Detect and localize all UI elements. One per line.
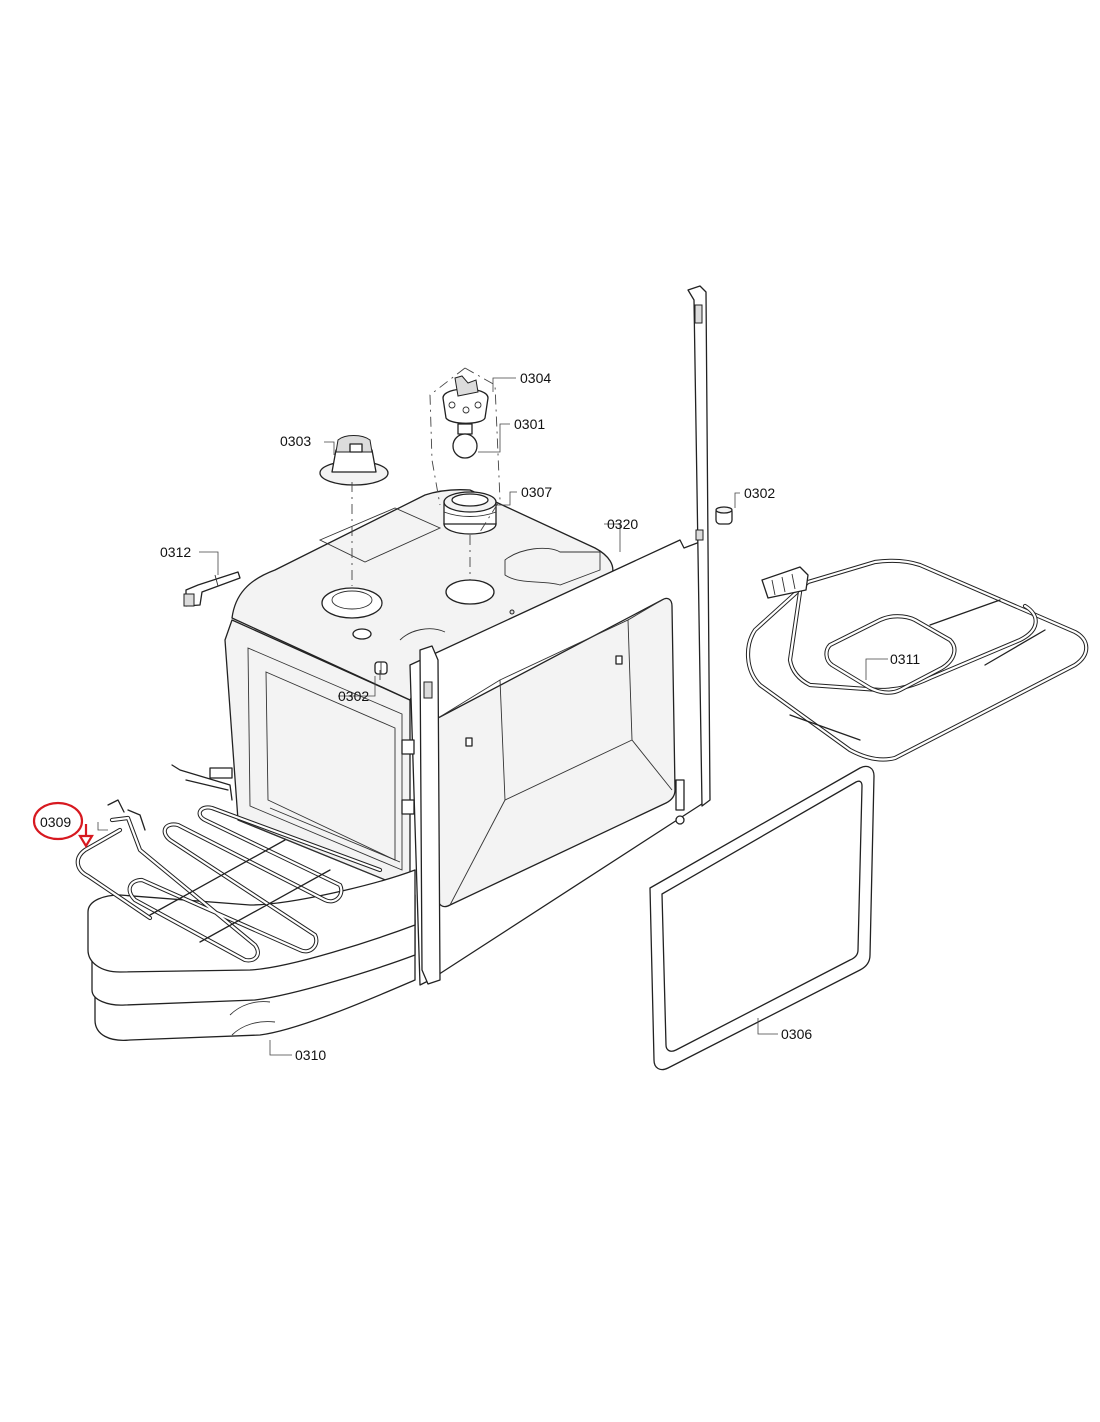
oven-cavity bbox=[171, 285, 711, 986]
label-0302-side: 0302 bbox=[338, 688, 369, 704]
part-0304-lamp-holder bbox=[442, 375, 489, 424]
part-0302-screw bbox=[715, 506, 733, 525]
part-0311-grill-element bbox=[745, 558, 1089, 762]
part-0312-bracket bbox=[183, 571, 241, 607]
part-0310-insulation bbox=[87, 869, 416, 1041]
highlight-circle bbox=[32, 801, 84, 841]
label-0303: 0303 bbox=[280, 433, 311, 449]
label-0301: 0301 bbox=[514, 416, 545, 432]
label-0306: 0306 bbox=[781, 1026, 812, 1042]
highlight-marker bbox=[32, 801, 94, 849]
part-0303-module bbox=[319, 435, 389, 486]
part-0306-door-gasket bbox=[649, 765, 875, 1071]
label-0304: 0304 bbox=[520, 370, 551, 386]
label-0309: 0309 bbox=[40, 814, 71, 830]
part-0307-lamp-socket bbox=[443, 491, 497, 535]
part-0301-bulb bbox=[452, 423, 478, 459]
label-0320: 0320 bbox=[607, 516, 638, 532]
label-0311: 0311 bbox=[890, 651, 920, 667]
assembly-guides bbox=[351, 367, 501, 680]
highlight-arrow-icon bbox=[78, 824, 94, 849]
label-0310: 0310 bbox=[295, 1047, 326, 1063]
label-0307: 0307 bbox=[521, 484, 552, 500]
label-0302-top: 0302 bbox=[744, 485, 775, 501]
part-0309-bottom-heater bbox=[75, 799, 383, 963]
label-0312: 0312 bbox=[160, 544, 191, 560]
leader-lines bbox=[97, 377, 888, 1056]
